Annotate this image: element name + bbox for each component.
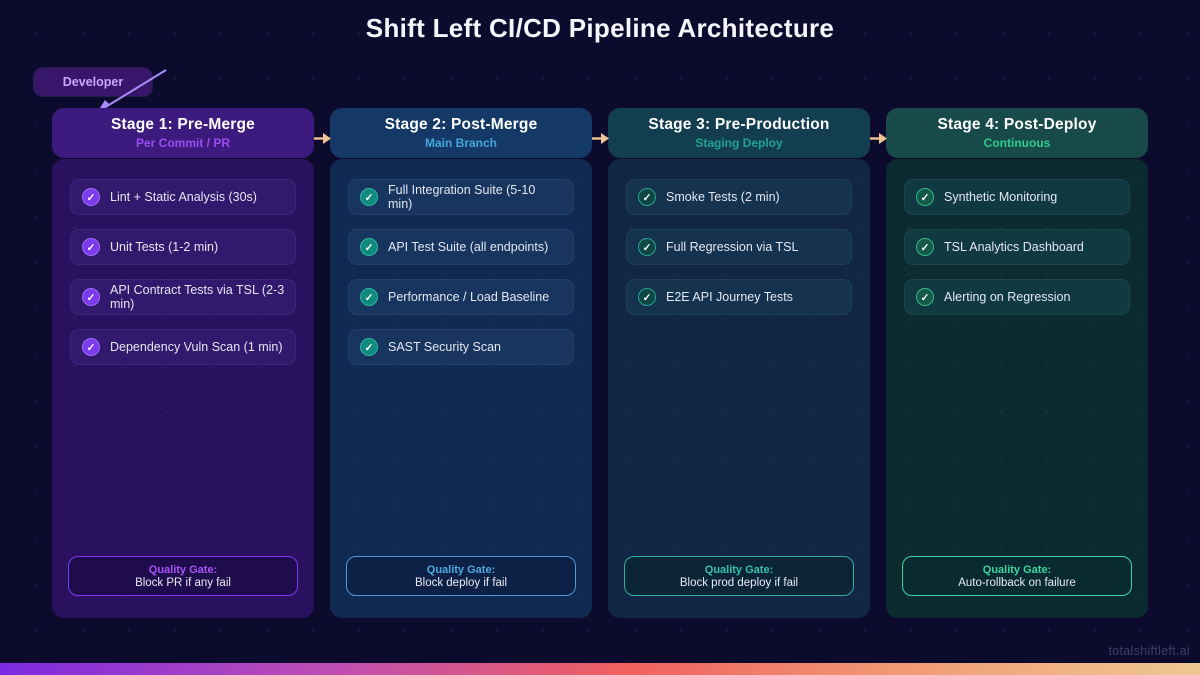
stage-body: ✓ Smoke Tests (2 min) ✓ Full Regression … [608,159,870,618]
task-label: Unit Tests (1-2 min) [110,240,219,254]
quality-gate: Quality Gate: Auto-rollback on failure [902,556,1132,596]
check-icon: ✓ [360,338,378,356]
task-label: Full Integration Suite (5-10 min) [388,183,536,211]
stage-body: ✓ Full Integration Suite (5-10 min) ✓ AP… [330,159,592,618]
task-item: ✓ Unit Tests (1-2 min) [70,229,296,265]
stage-columns: Stage 1: Pre-Merge Per Commit / PR ✓ Lin… [52,108,1148,618]
stage-subtitle: Continuous [983,136,1051,150]
check-icon: ✓ [360,238,378,256]
task-label: E2E API Journey Tests [666,290,793,304]
stage-body: ✓ Synthetic Monitoring ✓ TSL Analytics D… [886,159,1148,618]
quality-gate: Quality Gate: Block deploy if fail [346,556,576,596]
task-list: ✓ Lint + Static Analysis (30s) ✓ Unit Te… [52,159,314,365]
quality-gate-label: Quality Gate: [982,563,1052,576]
check-icon: ✓ [638,238,656,256]
task-label: API Test Suite (all endpoints) [388,240,549,254]
stage-body: ✓ Lint + Static Analysis (30s) ✓ Unit Te… [52,159,314,618]
brand-watermark: totalshiftleft.ai [1108,644,1190,658]
task-item: ✓ Synthetic Monitoring [904,179,1130,215]
check-icon: ✓ [82,238,100,256]
task-list: ✓ Smoke Tests (2 min) ✓ Full Regression … [608,159,870,315]
quality-gate: Quality Gate: Block PR if any fail [68,556,298,596]
check-icon: ✓ [916,188,934,206]
stage-column-pre-merge: Stage 1: Pre-Merge Per Commit / PR ✓ Lin… [52,108,314,618]
stage-title: Stage 3: Pre-Production [648,116,830,133]
check-icon: ✓ [638,188,656,206]
task-item: ✓ Performance / Load Baseline [348,279,574,315]
stage-subtitle: Per Commit / PR [135,136,231,150]
task-list: ✓ Full Integration Suite (5-10 min) ✓ AP… [330,159,592,365]
page-title: Shift Left CI/CD Pipeline Architecture [365,13,835,43]
task-item: ✓ Smoke Tests (2 min) [626,179,852,215]
quality-gate-label: Quality Gate: [148,563,218,576]
stage-column-pre-production: Stage 3: Pre-Production Staging Deploy ✓… [608,108,870,618]
check-icon: ✓ [916,288,934,306]
footer-gradient-bar [0,663,1200,675]
stage-subtitle: Staging Deploy [695,136,783,150]
task-label: TSL Analytics Dashboard [944,240,1084,254]
stage-arrow-icon [592,133,609,144]
task-item: ✓ SAST Security Scan [348,329,574,365]
stage-column-post-merge: Stage 2: Post-Merge Main Branch ✓ Full I… [330,108,592,618]
stage-title: Stage 1: Pre-Merge [110,116,255,133]
task-item: ✓ Full Integration Suite (5-10 min) [348,179,574,215]
stage-column-post-deploy: Stage 4: Post-Deploy Continuous ✓ Synthe… [886,108,1148,618]
quality-gate-text: Block PR if any fail [135,576,231,589]
stage-header: Stage 4: Post-Deploy Continuous [886,108,1148,158]
task-label: Lint + Static Analysis (30s) [110,190,257,204]
quality-gate-label: Quality Gate: [426,563,496,576]
stage-subtitle: Main Branch [424,136,497,150]
task-label: SAST Security Scan [388,340,502,354]
quality-gate-text: Block prod deploy if fail [679,576,799,589]
task-item: ✓ Dependency Vuln Scan (1 min) [70,329,296,365]
check-icon: ✓ [360,188,378,206]
check-icon: ✓ [82,188,100,206]
task-label: Alerting on Regression [944,290,1071,304]
task-item: ✓ API Test Suite (all endpoints) [348,229,574,265]
quality-gate-text: Auto-rollback on failure [958,576,1076,589]
task-item: ✓ E2E API Journey Tests [626,279,852,315]
stage-title: Stage 2: Post-Merge [384,116,538,133]
task-item: ✓ Full Regression via TSL [626,229,852,265]
check-icon: ✓ [82,288,100,306]
quality-gate-label: Quality Gate: [704,563,774,576]
task-label: Dependency Vuln Scan (1 min) [110,340,283,354]
task-list: ✓ Synthetic Monitoring ✓ TSL Analytics D… [886,159,1148,315]
check-icon: ✓ [82,338,100,356]
task-item: ✓ Alerting on Regression [904,279,1130,315]
task-label: Synthetic Monitoring [944,190,1058,204]
task-item: ✓ API Contract Tests via TSL (2-3 min) [70,279,296,315]
stage-header: Stage 2: Post-Merge Main Branch [330,108,592,158]
stage-title: Stage 4: Post-Deploy [937,116,1097,133]
task-item: ✓ TSL Analytics Dashboard [904,229,1130,265]
quality-gate-text: Block deploy if fail [414,576,508,589]
developer-badge-label: Developer [62,75,124,89]
check-icon: ✓ [360,288,378,306]
stage-header: Stage 1: Pre-Merge Per Commit / PR [52,108,314,158]
task-label: API Contract Tests via TSL (2-3 min) [110,283,285,311]
check-icon: ✓ [638,288,656,306]
task-label: Full Regression via TSL [666,240,799,254]
task-item: ✓ Lint + Static Analysis (30s) [70,179,296,215]
task-label: Performance / Load Baseline [388,290,550,304]
quality-gate: Quality Gate: Block prod deploy if fail [624,556,854,596]
stage-arrow-icon [870,133,887,144]
task-label: Smoke Tests (2 min) [666,190,780,204]
stage-arrow-icon [314,133,331,144]
check-icon: ✓ [916,238,934,256]
stage-header: Stage 3: Pre-Production Staging Deploy [608,108,870,158]
